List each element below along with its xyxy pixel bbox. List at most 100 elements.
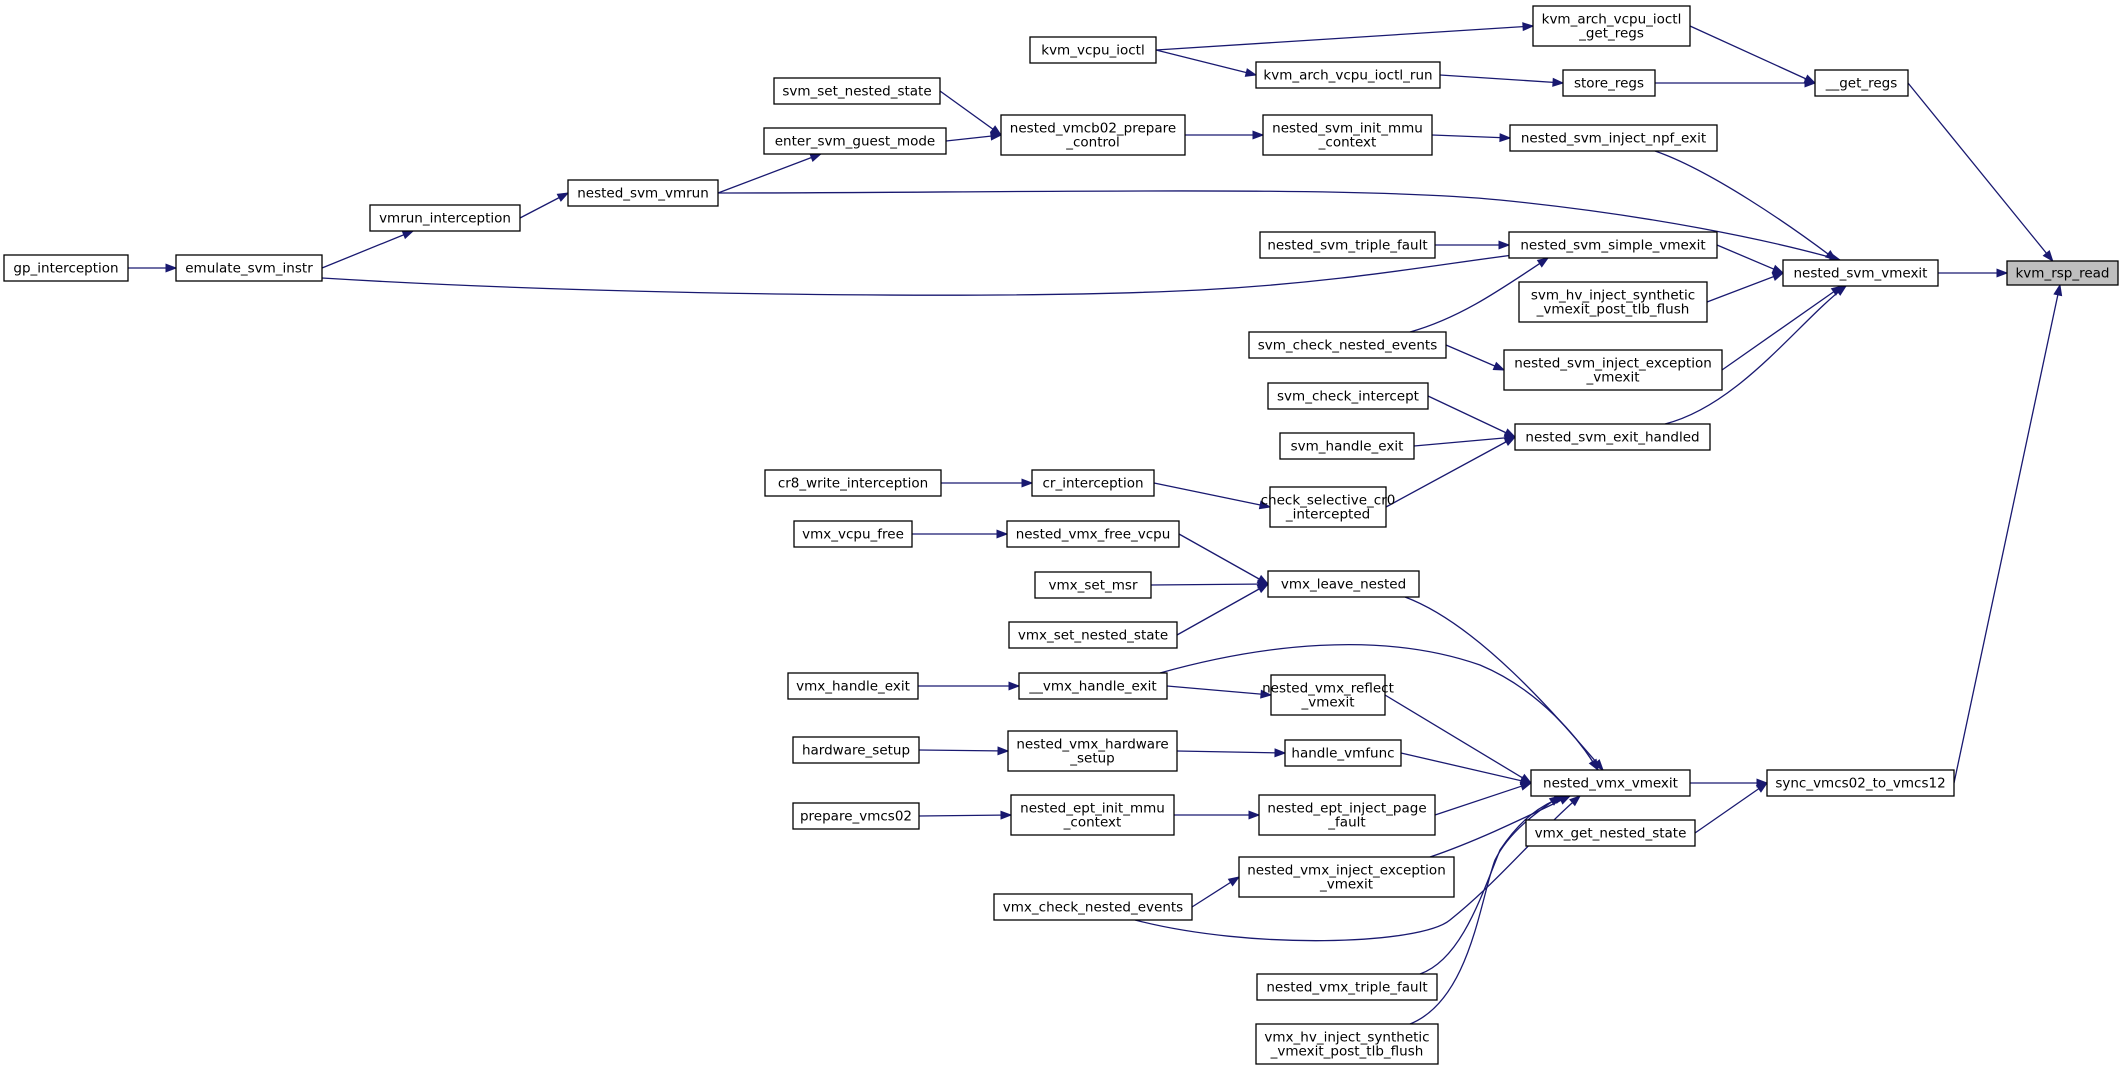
node-box [567,179,719,207]
node-box [1238,856,1455,898]
node-box [1007,730,1178,772]
node-sync-vmcs02-to-vmcs12[interactable]: sync_vmcs02_to_vmcs12 [1766,769,1955,797]
node-nested-vmx-vmexit[interactable]: nested_vmx_vmexit [1530,769,1691,797]
node-label: vmx_check_nested_events [1003,900,1183,916]
node-nested-svm-simple-vmexit[interactable]: nested_svm_simple_vmexit [1508,231,1718,259]
node-box [1267,382,1429,410]
node-nested-vmx-triple-fault[interactable]: nested_vmx_triple_fault [1256,973,1438,1001]
node-vmx-set-msr[interactable]: vmx_set_msr [1034,571,1152,599]
node-label: svm_handle_exit [1291,439,1404,455]
node-svm-check-nested-events[interactable]: svm_check_nested_events [1248,331,1447,359]
node-check-selective-cr0-intercepted[interactable]: check_selective_cr0_intercepted [1261,486,1396,528]
node-nested-svm-init-mmu-context[interactable]: nested_svm_init_mmu_context [1262,114,1433,156]
node-nested-vmx-hardware-setup[interactable]: nested_vmx_hardware_setup [1007,730,1178,772]
node-label: cr8_write_interception [778,476,928,492]
node-box [1270,674,1386,716]
edge-kvm-vcpu-ioctl-to-kvm-arch-vcpu-ioctl-run [1155,49,1258,77]
node-kvm-vcpu-ioctl[interactable]: kvm_vcpu_ioctl [1029,36,1157,64]
edge---vmx-handle-exit-to-nested-vmx-vmexit [1159,643,1599,772]
node-label: vmx_leave_nested [1281,577,1406,593]
node-store-regs[interactable]: store_regs [1562,69,1656,97]
edge-line [1159,643,1599,771]
node-vmx-leave-nested[interactable]: vmx_leave_nested [1267,570,1420,598]
edge-arrowhead [997,746,1010,756]
node-vmx-check-nested-events[interactable]: vmx_check_nested_events [993,893,1193,921]
node-nested-ept-inject-page-fault[interactable]: nested_ept_inject_page_fault [1258,794,1436,836]
node-svm-hv-inject-synthetic-vmexit-post-tlb-flush[interactable]: svm_hv_inject_synthetic_vmexit_post_tlb_… [1518,281,1708,323]
node-vmx-handle-exit[interactable]: vmx_handle_exit [787,672,919,700]
edge-arrowhead [1588,758,1599,772]
node-nested-svm-inject-npf-exit[interactable]: nested_svm_inject_npf_exit [1509,124,1718,152]
node---vmx-handle-exit[interactable]: __vmx_handle_exit [1018,672,1168,700]
edge-line [1166,685,1272,696]
node-box [1782,259,1939,287]
edge-vmx-vcpu-free-to-nested-vmx-free-vcpu [912,529,1009,539]
node-box [1006,520,1180,548]
node-nested-svm-triple-fault[interactable]: nested_svm_triple_fault [1259,231,1436,259]
node-nested-vmx-reflect-vmexit[interactable]: nested_vmx_reflect_vmexit [1262,674,1394,716]
node-prepare-vmcs02[interactable]: prepare_vmcs02 [792,802,920,830]
edge-arrowhead [809,153,823,162]
node-emulate-svm-instr[interactable]: emulate_svm_instr [175,254,323,282]
node-nested-svm-inject-exception-vmexit[interactable]: nested_svm_inject_exception_vmexit [1503,349,1723,391]
edge-nested-ept-init-mmu-context-to-nested-ept-inject-page-fault [1174,810,1261,820]
node-label: nested_svm_simple_vmexit [1520,238,1705,254]
edge-arrowhead [1248,810,1261,820]
node-enter-svm-guest-mode[interactable]: enter_svm_guest_mode [763,127,947,155]
edge-line [1155,49,1257,76]
node-cr8-write-interception[interactable]: cr8_write_interception [764,469,942,497]
node-kvm-arch-vcpu-ioctl-get-regs[interactable]: kvm_arch_vcpu_ioctl_get_regs [1532,5,1691,47]
node-handle-vmfunc[interactable]: handle_vmfunc [1284,739,1402,767]
edge-line [1427,395,1516,438]
node-label: vmx_set_nested_state [1018,628,1168,644]
edge-line [1431,134,1511,139]
node-label: __get_regs [1825,76,1898,92]
node-label: kvm_arch_vcpu_ioctl [1542,12,1682,28]
node-label: nested_ept_init_mmu [1020,801,1165,817]
node-vmrun-interception[interactable]: vmrun_interception [369,204,521,232]
node-nested-svm-exit-handled[interactable]: nested_svm_exit_handled [1514,423,1711,451]
node-vmx-set-nested-state[interactable]: vmx_set_nested_state [1008,621,1178,649]
node-box [764,469,942,497]
node-nested-vmx-inject-exception-vmexit[interactable]: nested_vmx_inject_exception_vmexit [1238,856,1455,898]
edge-arrowhead [2053,283,2063,297]
edge-arrowhead [1503,436,1517,446]
node-label: nested_vmx_triple_fault [1266,980,1427,996]
edge-vmx-handle-exit-to---vmx-handle-exit [918,681,1021,691]
node-label: _vmexit [1301,695,1355,711]
node-box [369,204,521,232]
node-box [793,520,913,548]
node-nested-vmx-free-vcpu[interactable]: nested_vmx_free_vcpu [1006,520,1180,548]
node-vmx-get-nested-state[interactable]: vmx_get_nested_state [1525,819,1696,847]
node-svm-set-nested-state[interactable]: svm_set_nested_state [773,77,941,105]
edge-arrowhead [1000,810,1013,820]
node-nested-svm-vmexit[interactable]: nested_svm_vmexit [1782,259,1939,287]
node-get-regs[interactable]: __get_regs [1814,69,1909,97]
edge-prepare-vmcs02-to-nested-ept-init-mmu-context [918,810,1013,820]
node-label: vmx_handle_exit [796,679,910,695]
node-box [1518,281,1708,323]
node-box [1262,114,1433,156]
node-vmx-hv-inject-synthetic-vmexit-post-tlb-flush[interactable]: vmx_hv_inject_synthetic_vmexit_post_tlb_… [1255,1023,1439,1065]
node-label: kvm_vcpu_ioctl [1041,43,1144,59]
edge-sync-vmcs02-to-vmcs12-to-kvm-rsp-read [1953,283,2063,784]
node-label: nested_ept_inject_page [1267,801,1426,817]
node-nested-vmcb02-prepare-control[interactable]: nested_vmcb02_prepare_control [1000,114,1186,156]
node-label: svm_check_intercept [1277,389,1419,405]
node-cr-interception[interactable]: cr_interception [1031,469,1155,497]
node-svm-handle-exit[interactable]: svm_handle_exit [1279,432,1415,460]
edge-line [1385,436,1516,508]
node-nested-svm-vmrun[interactable]: nested_svm_vmrun [567,179,719,207]
node-hardware-setup[interactable]: hardware_setup [792,736,920,764]
node-box [1508,231,1718,259]
nodes-layer: kvm_rsp_read __get_regs kvm_arch_vcpu_ioct… [3,5,2119,1065]
node-nested-ept-init-mmu-context[interactable]: nested_ept_init_mmu_context [1010,794,1175,836]
node-kvm-arch-vcpu-ioctl-run[interactable]: kvm_arch_vcpu_ioctl_run [1255,61,1441,89]
node-svm-check-intercept[interactable]: svm_check_intercept [1267,382,1429,410]
node-kvm-rsp-read[interactable]: kvm_rsp_read [2006,260,2119,286]
node-gp-interception[interactable]: gp_interception [3,254,129,282]
node-vmx-vcpu-free[interactable]: vmx_vcpu_free [793,520,913,548]
edge-arrowhead [1274,748,1287,758]
node-box [1255,61,1441,89]
